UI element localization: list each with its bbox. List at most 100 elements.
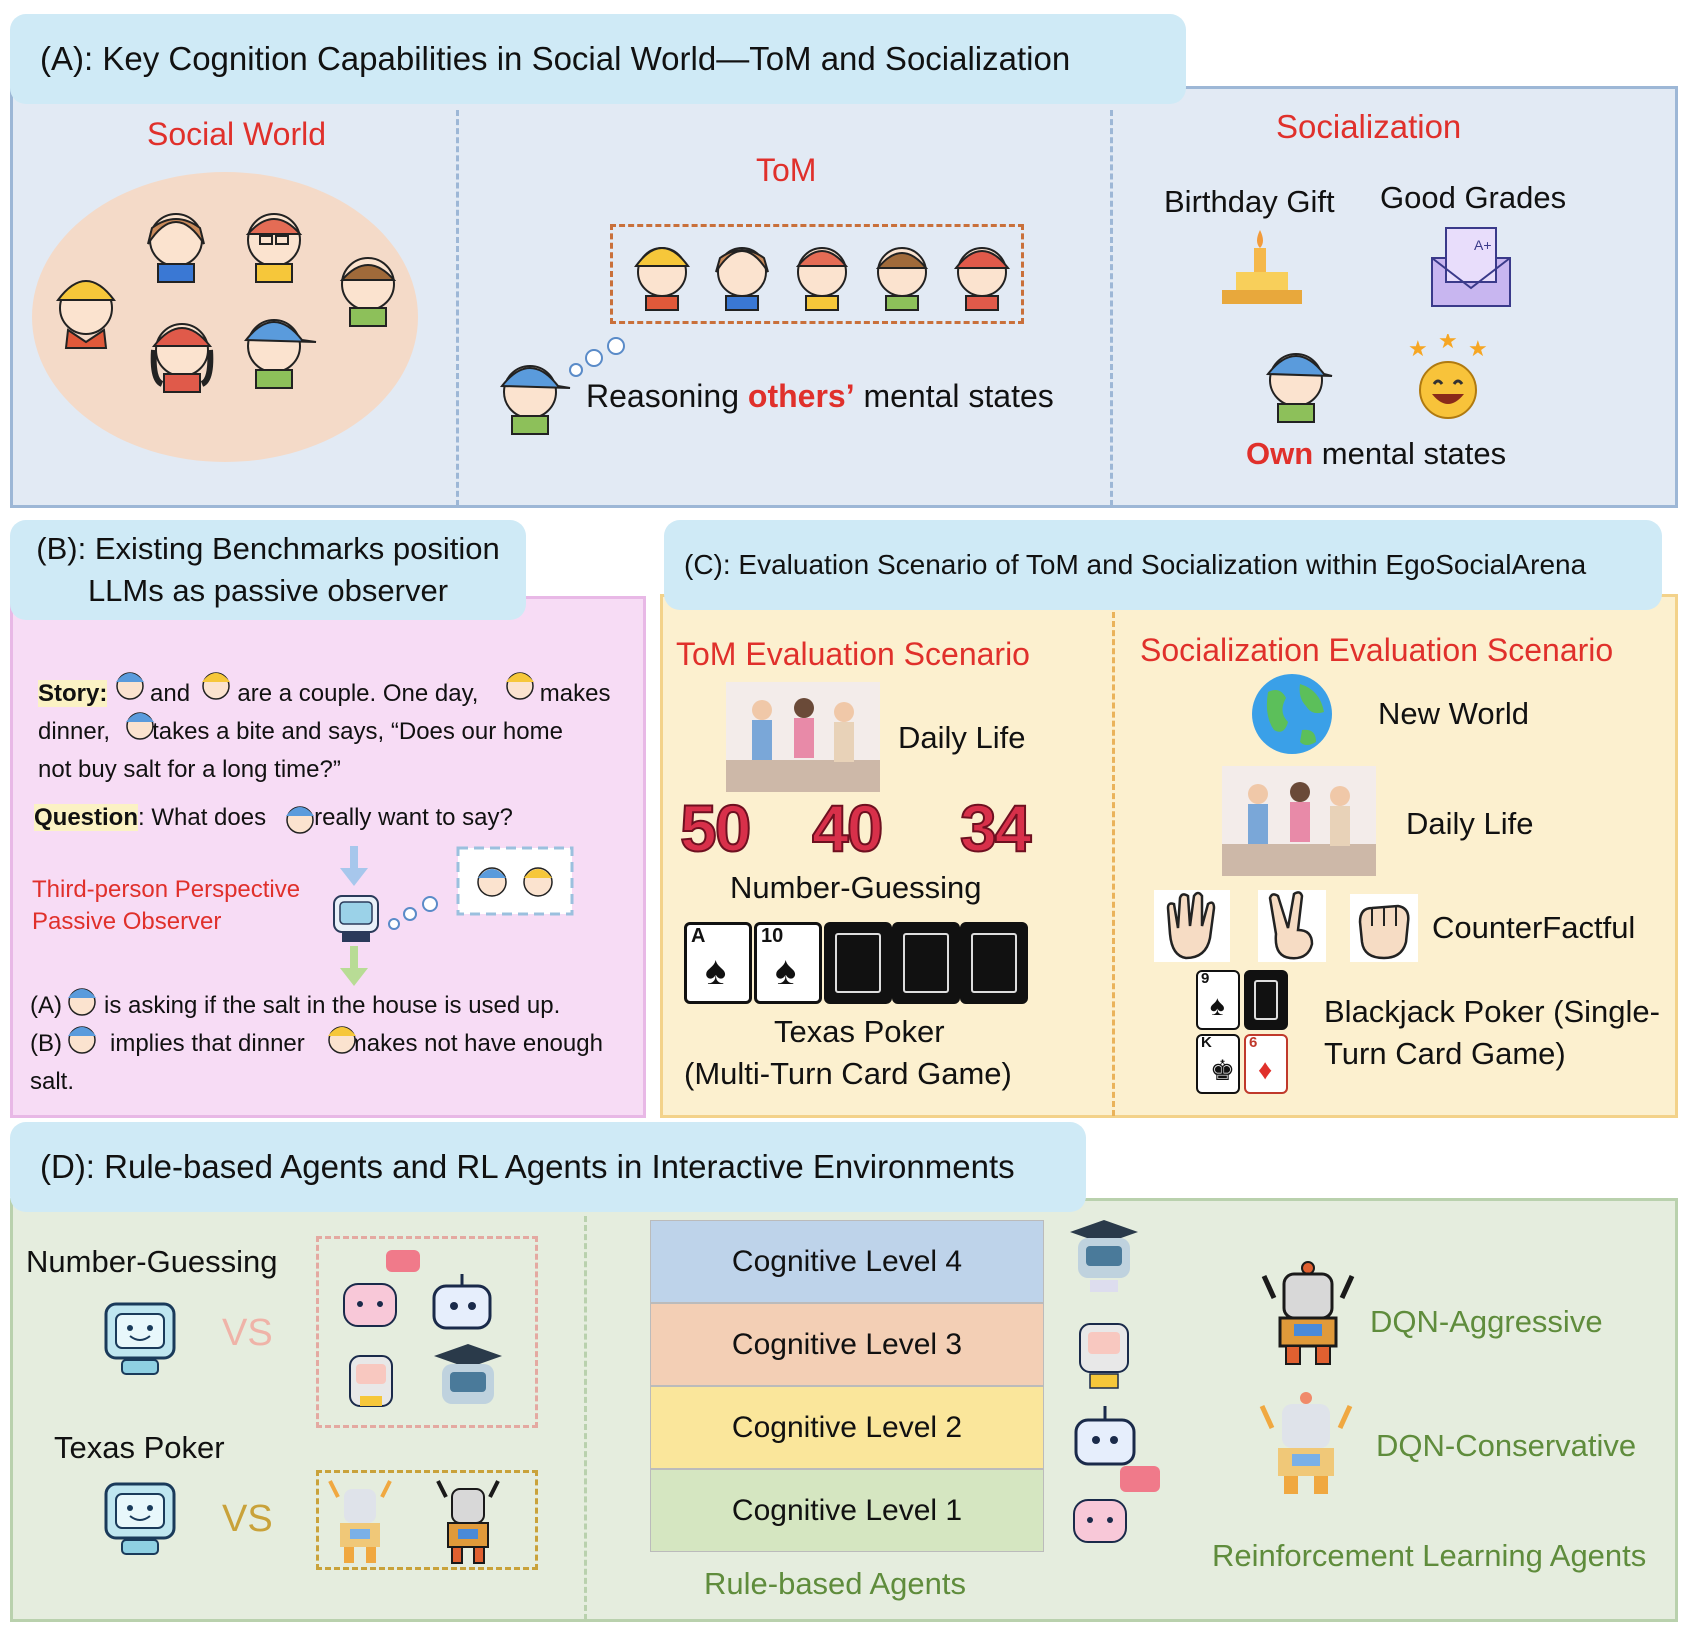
divider [584, 1216, 587, 1620]
cognitive-level-3: Cognitive Level 3 [650, 1303, 1044, 1386]
ten-spade-card: 10 ♠ [754, 922, 822, 1004]
person-icon [339, 257, 397, 327]
dqn-conservative-robot-icon [1259, 1392, 1353, 1494]
person-icon [116, 672, 144, 700]
person-icon [523, 867, 553, 897]
texas-poker-label-2: (Multi-Turn Card Game) [684, 1056, 1012, 1091]
rule-robots-box [316, 1236, 538, 1428]
divider [1110, 110, 1113, 506]
hand-palm-icon [1154, 890, 1230, 962]
blackjack-label-1: Blackjack Poker (Single- [1324, 994, 1660, 1029]
story-line-2: dinner,takes a bite and says, “Does our … [38, 718, 563, 745]
grade-envelope-icon: A+ [1431, 227, 1511, 307]
card-back [1244, 970, 1288, 1030]
cognitive-level-2: Cognitive Level 2 [650, 1386, 1044, 1469]
thinking-person [499, 337, 625, 435]
answer-person-icons [68, 988, 356, 1054]
card-back [892, 922, 960, 1004]
answer-b-cont: salt. [30, 1068, 75, 1095]
ai-robot-icon [104, 1302, 176, 1375]
rl-robots [328, 1480, 500, 1564]
king-spade-card: K ♚ [1196, 1034, 1240, 1094]
daily-life-label-2: Daily Life [1406, 806, 1534, 841]
daily-life-image [726, 682, 880, 792]
new-world-label: New World [1378, 696, 1530, 731]
blackjack-label-2: Turn Card Game) [1324, 1036, 1566, 1071]
card-back [824, 922, 892, 1004]
robot-icon [349, 1355, 393, 1407]
person-icon [634, 247, 690, 311]
good-grades-label: Good Grades [1380, 180, 1567, 215]
socialization-label: Socialization [1276, 108, 1462, 145]
person-icon [150, 323, 214, 393]
reasoning-text: Reasoning others’ mental states [586, 378, 1054, 414]
answer-a: (A)is asking if the salt in the house is… [30, 992, 561, 1019]
rl-agents-label: Reinforcement Learning Agents [1212, 1538, 1647, 1573]
cognitive-level-1: Cognitive Level 1 [650, 1469, 1044, 1552]
vs-label-2: VS [222, 1498, 273, 1540]
robot-icon [333, 895, 379, 942]
observer-label-1: Third-person Perspective [32, 876, 301, 903]
dqn-conservative-label: DQN-Conservative [1376, 1428, 1637, 1463]
svg-text:★: ★ [1408, 336, 1428, 361]
number-guessing-d: Number-Guessing [26, 1244, 278, 1279]
svg-text:A+: A+ [1474, 237, 1492, 253]
person-icon [506, 672, 534, 700]
ai-robot-icon [104, 1482, 176, 1555]
panel-a-title: (A): Key Cognition Capabilities in Socia… [10, 14, 1186, 104]
happy-face-icon: ★ ★ ★ [1408, 334, 1488, 419]
svg-text:★: ★ [1438, 334, 1458, 353]
number-34: 34 [959, 790, 1032, 866]
ace-spade-card: A ♠ [684, 922, 752, 1004]
globe-icon [1252, 674, 1332, 754]
person-icon [243, 319, 317, 389]
graduate-robot-icon [434, 1344, 502, 1404]
hand-peace-icon [1258, 890, 1326, 962]
robot-icon [432, 1274, 492, 1330]
person-icon [126, 712, 154, 740]
person-icon [953, 247, 1011, 311]
person-icon [795, 247, 849, 311]
texas-poker-d: Texas Poker [54, 1430, 225, 1465]
rule-robots [343, 1250, 502, 1407]
card-back [960, 922, 1028, 1004]
person-icon [68, 988, 96, 1016]
panel-b-title: (B): Existing Benchmarks position LLMs a… [10, 520, 526, 620]
robot-icon [1079, 1323, 1129, 1389]
social-eval-label: Socialization Evaluation Scenario [1140, 632, 1614, 668]
cognitive-level-4: Cognitive Level 4 [650, 1220, 1044, 1303]
birthday-gift-label: Birthday Gift [1164, 184, 1335, 219]
robot-icon [1074, 1406, 1136, 1466]
story-line-1: Story: and are a couple. One day, makes [38, 680, 611, 707]
cake-icon [1222, 230, 1302, 304]
tom-people-box [610, 224, 1024, 324]
person-icon [477, 867, 507, 897]
observer-label-2: Passive Observer [32, 908, 222, 935]
panel-b [10, 596, 646, 1118]
person-icon [56, 280, 116, 349]
person-icon [245, 213, 303, 283]
observer-robot-flow [333, 846, 574, 986]
hand-fist-icon [1350, 894, 1418, 962]
daily-life-label: Daily Life [898, 720, 1026, 755]
number-40: 40 [811, 790, 884, 866]
rule-based-agents-label: Rule-based Agents [704, 1566, 966, 1601]
divider [456, 110, 459, 506]
svg-text:★: ★ [1468, 336, 1488, 361]
rl-robots-box [316, 1470, 538, 1570]
chat-robot-icon [343, 1250, 420, 1327]
story-person-icons [116, 672, 534, 740]
panel-c [660, 594, 1678, 1118]
person-icon [147, 213, 205, 283]
counterfactual-label: CounterFactful [1432, 910, 1636, 945]
tom-label: ToM [756, 152, 817, 188]
tom-people [634, 247, 1011, 311]
question-person-icon [286, 806, 314, 834]
vs-label-1: VS [222, 1312, 273, 1354]
person-icon [715, 247, 769, 311]
panel-c-title: (C): Evaluation Scenario of ToM and Soci… [664, 520, 1662, 610]
social-world-people [56, 213, 397, 393]
self-person-icon [1266, 353, 1333, 423]
